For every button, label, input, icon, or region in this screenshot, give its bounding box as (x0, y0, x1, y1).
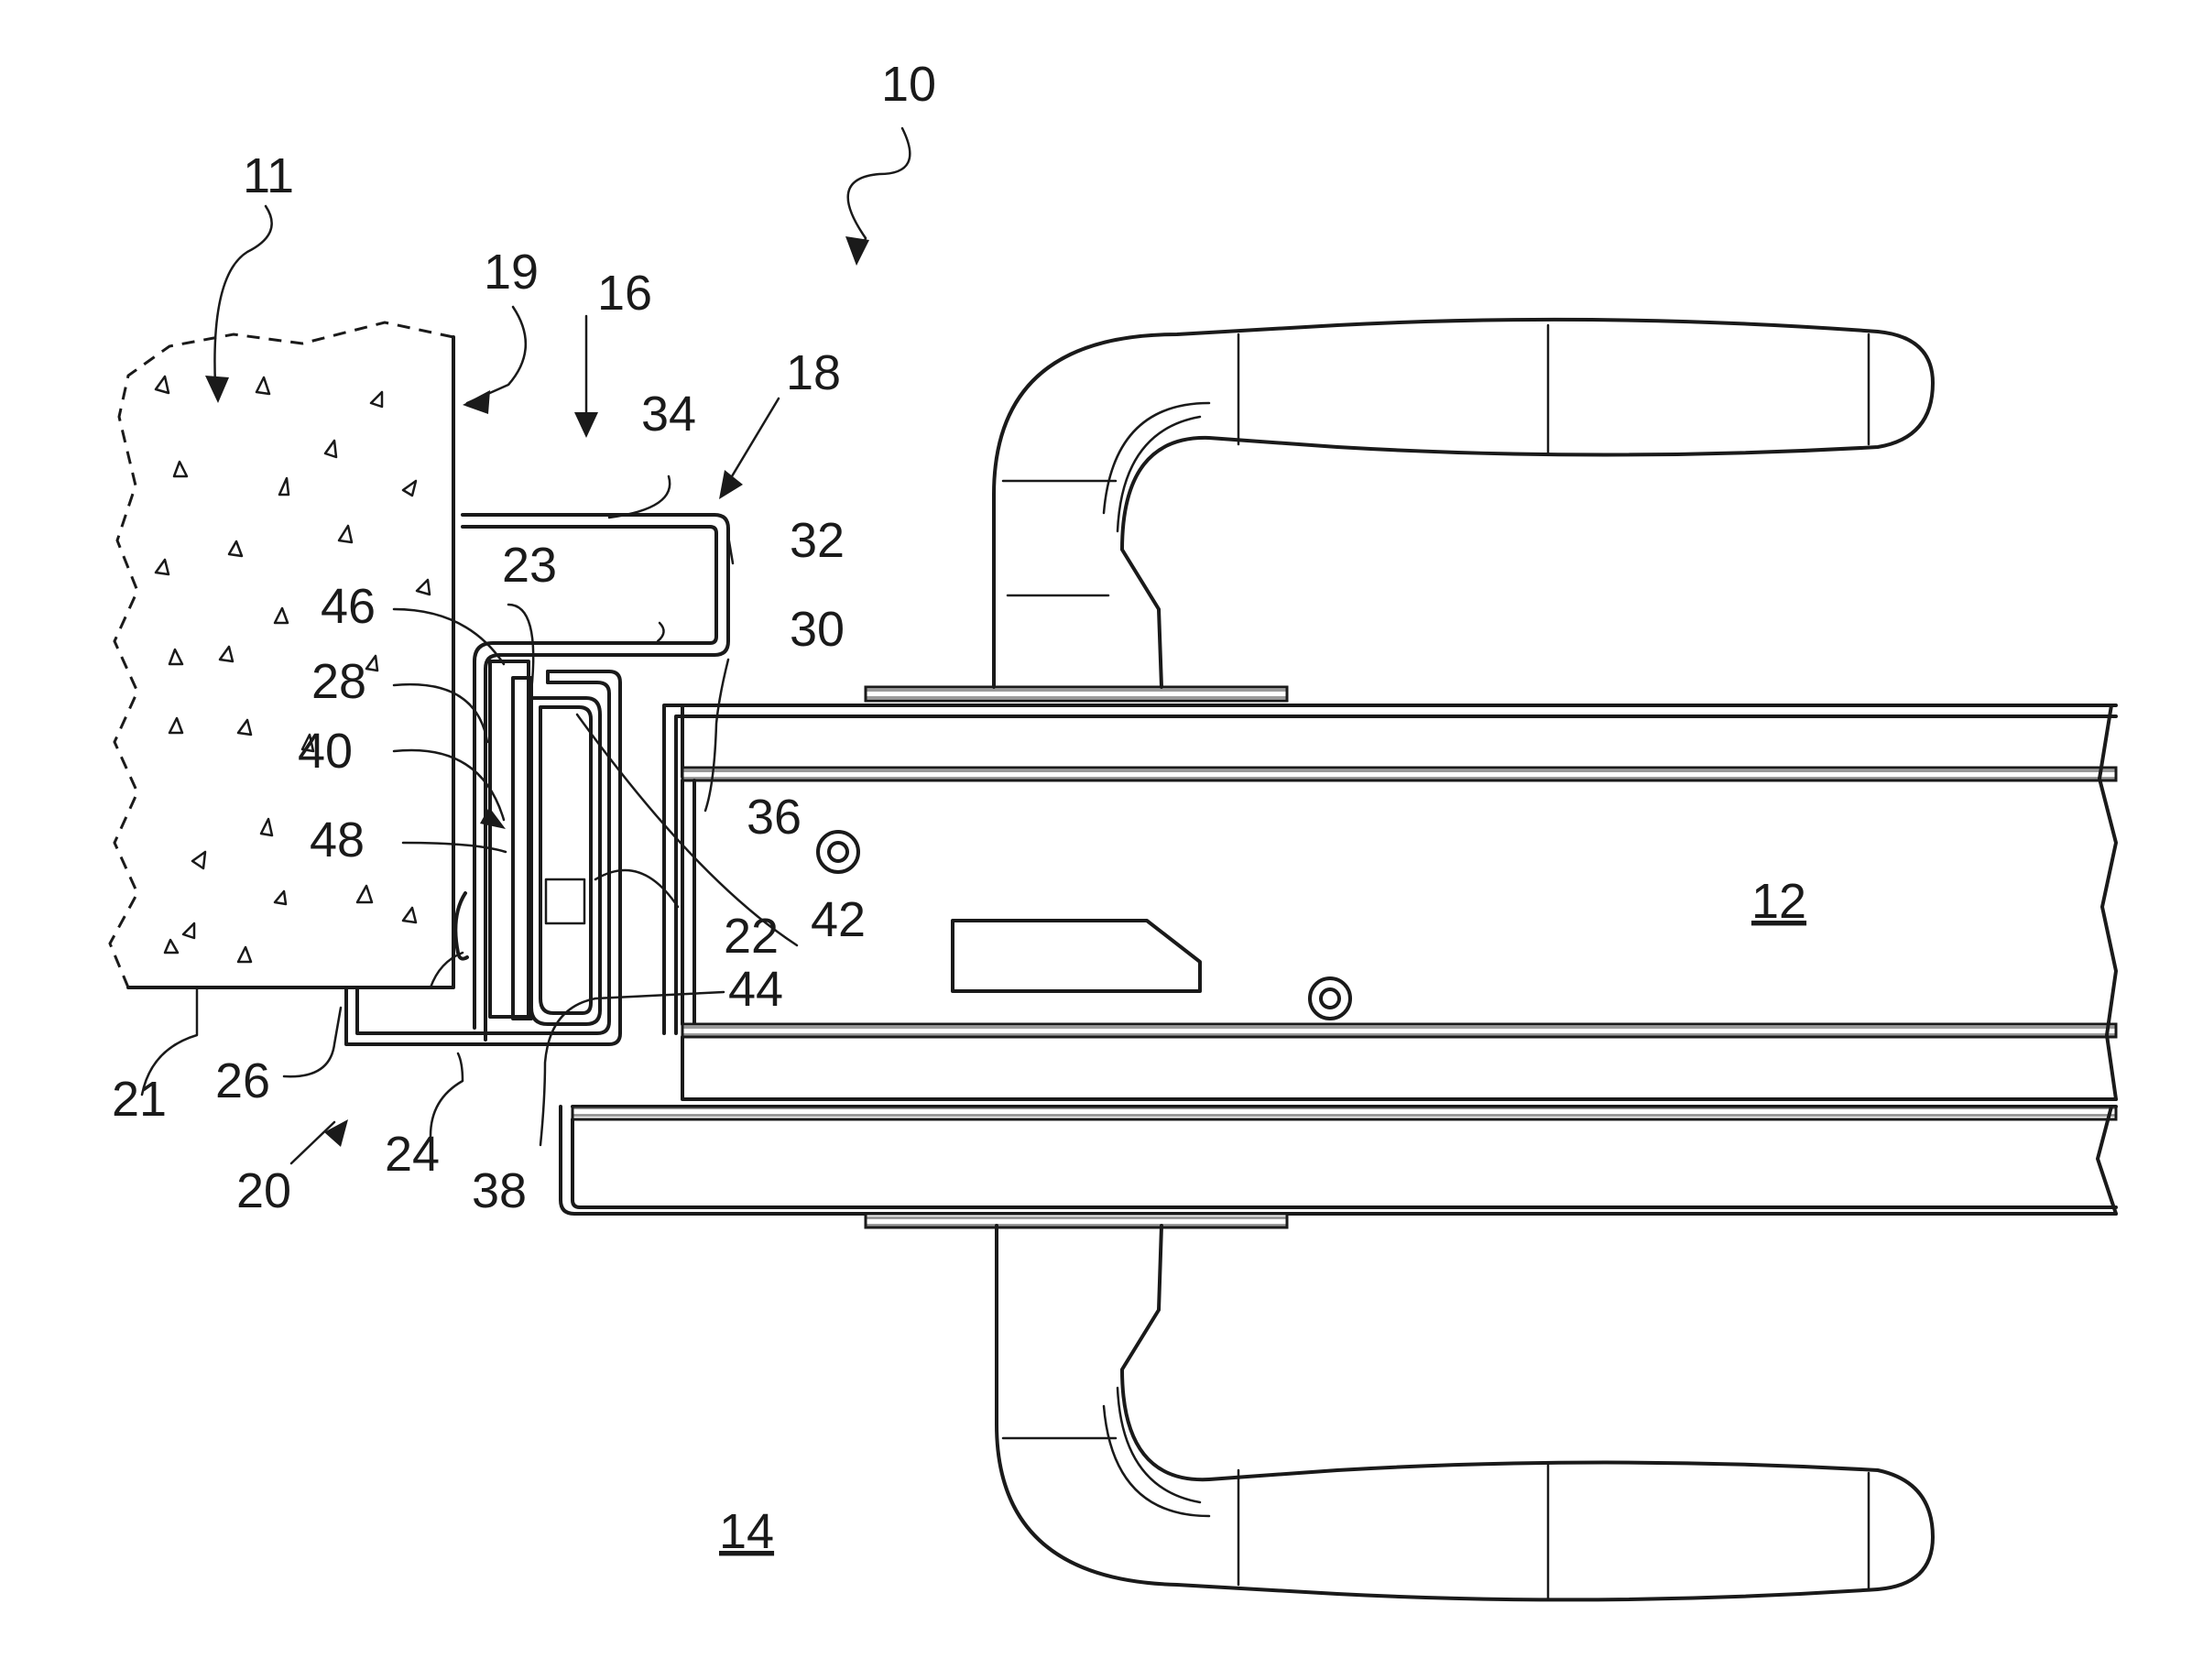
wall-aggregate (156, 376, 430, 962)
label-22: 22 (724, 909, 779, 964)
label-11: 11 (243, 148, 294, 203)
label-30: 30 (790, 602, 845, 657)
label-38: 38 (472, 1163, 527, 1218)
wall-section (110, 322, 453, 987)
label-19: 19 (484, 245, 539, 300)
door-leaf (561, 687, 2116, 1227)
label-14: 14 (719, 1504, 774, 1559)
label-32: 32 (790, 513, 845, 568)
label-24: 24 (385, 1127, 440, 1182)
label-20: 20 (236, 1163, 291, 1218)
frame-profile (346, 515, 728, 1044)
label-46: 46 (321, 579, 376, 634)
label-44: 44 (728, 962, 783, 1017)
label-36: 36 (747, 790, 802, 845)
label-34: 34 (641, 387, 696, 442)
label-28: 28 (311, 654, 366, 709)
label-21: 21 (112, 1072, 167, 1127)
label-48: 48 (310, 813, 365, 867)
label-40: 40 (298, 724, 353, 779)
lower-handle (997, 1226, 1933, 1599)
label-10: 10 (881, 57, 936, 112)
label-23: 23 (502, 538, 557, 593)
label-26: 26 (215, 1053, 270, 1108)
upper-handle (994, 320, 1933, 687)
label-12: 12 (1751, 874, 1806, 929)
label-16: 16 (597, 266, 652, 321)
reference-labels: 10 11 19 16 18 34 32 23 46 30 28 40 36 4… (112, 57, 1806, 1559)
label-18: 18 (786, 345, 841, 400)
label-42: 42 (811, 892, 866, 947)
